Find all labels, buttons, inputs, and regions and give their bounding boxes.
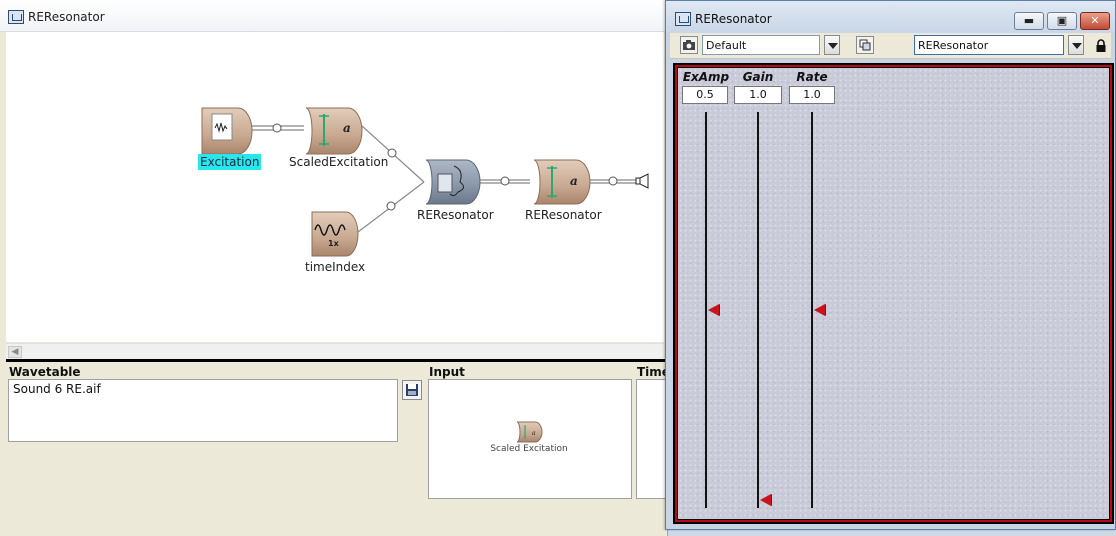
time-index-node[interactable]: 1x xyxy=(311,211,359,257)
re-resonator-node[interactable] xyxy=(425,159,481,205)
fader-label-rate: Rate xyxy=(796,70,828,84)
svg-text:a: a xyxy=(570,174,578,188)
camera-icon xyxy=(683,40,695,50)
fader-value-rate[interactable]: 1.0 xyxy=(789,86,835,104)
fader-thumb-gain[interactable] xyxy=(760,494,771,507)
window-title: REResonator xyxy=(28,10,105,24)
scaled-excitation-mini-node[interactable]: a xyxy=(515,420,545,444)
input-panel-title: Input xyxy=(429,365,465,379)
excitation-node[interactable] xyxy=(201,107,253,155)
kyma-app-icon xyxy=(8,10,24,24)
maximize-button[interactable]: ▣ xyxy=(1047,12,1077,30)
fader-track-examp[interactable] xyxy=(705,112,707,508)
fader-label-examp: ExAmp xyxy=(682,70,730,84)
input-drop-box[interactable]: a Scaled Excitation xyxy=(428,379,632,499)
close-icon: ✕ xyxy=(1090,14,1100,27)
output-attenuator-node[interactable]: a xyxy=(533,159,591,205)
sound-selector-value: REResonator xyxy=(918,39,989,52)
fader-track-gain[interactable] xyxy=(757,112,759,508)
scaled-excitation-node[interactable]: a xyxy=(305,107,363,155)
floppy-disk-icon xyxy=(406,384,418,396)
minimize-button[interactable]: ▬ xyxy=(1014,12,1044,30)
time-index-label[interactable]: timeIndex xyxy=(305,260,366,274)
scroll-left-arrow-icon[interactable]: ◀ xyxy=(8,346,22,358)
input-node-label: Scaled Excitation xyxy=(490,444,568,454)
time-panel-title: Time xyxy=(637,365,670,379)
vcs-toolbar: Default REResonator xyxy=(670,33,1111,59)
wavetable-field[interactable]: Sound 6 RE.aif xyxy=(8,379,398,442)
close-button[interactable]: ✕ xyxy=(1080,12,1110,30)
fader-label-gain: Gain xyxy=(742,70,774,84)
vcs-window-title: REResonator xyxy=(695,12,772,26)
fader-value-examp[interactable]: 0.5 xyxy=(682,86,728,104)
signal-flow-graph: a 1x a xyxy=(201,107,649,257)
kyma-app-icon xyxy=(675,12,691,26)
connection-junctions xyxy=(272,123,618,211)
fader-panel: ExAmp 0.5 Gain 1.0 Rate 1.0 xyxy=(677,67,1110,520)
preset-dropdown-arrow-icon[interactable] xyxy=(824,35,840,55)
maximize-icon: ▣ xyxy=(1056,14,1068,27)
main-title-bar[interactable]: REResonator xyxy=(0,0,668,32)
scaled-excitation-label[interactable]: ScaledExcitation xyxy=(289,155,389,169)
preset-value: Default xyxy=(706,39,747,52)
fader-thumb-rate[interactable] xyxy=(814,304,825,316)
vcs-title-bar[interactable]: REResonator ▬ ▣ ✕ xyxy=(666,1,1115,33)
svg-text:a: a xyxy=(343,121,351,135)
fader-track-rate[interactable] xyxy=(811,112,813,508)
output-attenuator-label[interactable]: REResonator xyxy=(525,208,602,222)
excitation-label[interactable]: Excitation xyxy=(198,154,262,170)
speaker-output-icon xyxy=(635,173,649,189)
wavetable-panel-title: Wavetable xyxy=(9,365,81,379)
sound-selector[interactable]: REResonator xyxy=(914,35,1064,55)
lock-icon[interactable] xyxy=(1096,39,1106,52)
panel-divider[interactable] xyxy=(6,359,668,362)
minimize-icon: ▬ xyxy=(1023,14,1035,27)
horizontal-scrollbar[interactable]: ◀ xyxy=(6,343,664,359)
main-editor-window: REResonator xyxy=(0,0,676,536)
compare-icon xyxy=(859,39,871,51)
fader-value-gain[interactable]: 1.0 xyxy=(734,86,782,104)
fader-thumb-examp[interactable] xyxy=(708,304,719,316)
preset-selector[interactable]: Default xyxy=(702,35,820,55)
sound-dropdown-arrow-icon[interactable] xyxy=(1068,35,1084,55)
vcs-control-surface: ExAmp 0.5 Gain 1.0 Rate 1.0 xyxy=(673,63,1114,524)
signal-flow-canvas[interactable]: a 1x a xyxy=(6,32,664,342)
snapshot-button[interactable] xyxy=(680,36,698,54)
re-resonator-label[interactable]: REResonator xyxy=(417,208,494,222)
vcs-window: REResonator ▬ ▣ ✕ Default xyxy=(665,0,1116,530)
svg-text:a: a xyxy=(532,430,536,437)
svg-text:1x: 1x xyxy=(328,239,340,248)
compare-presets-button[interactable] xyxy=(856,36,874,54)
save-button[interactable] xyxy=(402,380,422,400)
